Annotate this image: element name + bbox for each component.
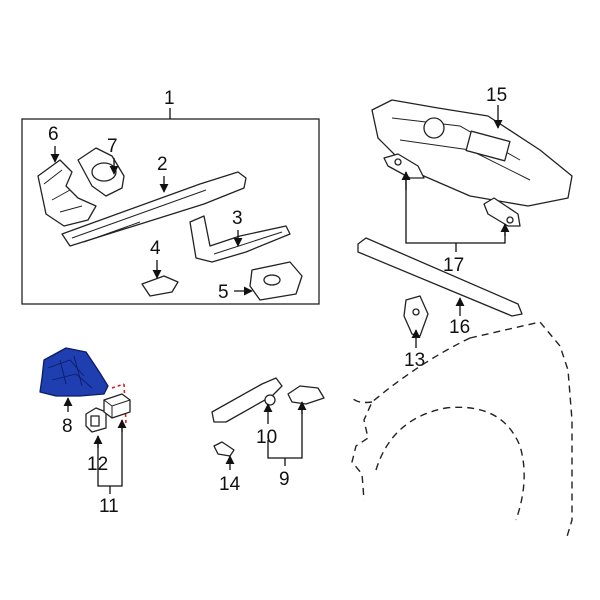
part-16[interactable] <box>357 237 523 317</box>
part-14[interactable] <box>213 441 235 457</box>
part-15[interactable] <box>371 99 573 207</box>
part-9[interactable] <box>287 385 325 405</box>
callout-1: 1 <box>164 88 175 109</box>
part-17-right[interactable] <box>483 197 521 227</box>
callout-9: 9 <box>279 469 290 490</box>
part-6[interactable] <box>37 159 97 227</box>
part-11[interactable] <box>103 393 131 419</box>
callout-14: 14 <box>219 474 241 495</box>
callout-4: 4 <box>150 238 161 259</box>
callout-6: 6 <box>48 124 59 145</box>
callout-11: 11 <box>99 496 119 517</box>
callout-16: 16 <box>449 317 470 338</box>
callout-12: 12 <box>87 454 108 475</box>
part-4[interactable] <box>141 275 179 297</box>
callout-3: 3 <box>232 208 243 229</box>
callout-7: 7 <box>107 136 118 157</box>
callout-10: 10 <box>256 427 277 448</box>
part-10[interactable] <box>211 377 283 423</box>
fender-outline <box>351 321 573 541</box>
callout-17: 17 <box>443 255 464 276</box>
callout-13: 13 <box>404 350 425 371</box>
callout-2: 2 <box>157 154 168 175</box>
callout-8: 8 <box>62 416 73 437</box>
part-17-left[interactable] <box>383 153 425 179</box>
part-12[interactable] <box>85 407 107 433</box>
part-2[interactable] <box>61 171 247 247</box>
assembly-1-group: 1 <box>21 88 320 305</box>
part-8-highlighted[interactable] <box>39 347 109 397</box>
part-5[interactable] <box>249 261 303 301</box>
callout-5: 5 <box>218 282 229 303</box>
callout-15: 15 <box>486 85 507 106</box>
